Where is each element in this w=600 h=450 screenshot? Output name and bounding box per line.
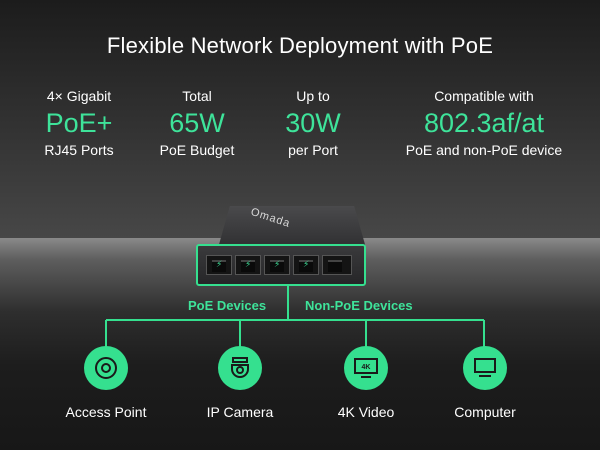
switch-front-panel: ⚡ ⚡ ⚡ ⚡ [196,244,366,286]
switch-top-panel [218,206,366,248]
poe-port: ⚡ [206,255,232,275]
ip-camera-label: IP Camera [206,404,274,420]
4k-video-label: 4K Video [337,404,395,420]
access-point-icon [84,346,128,390]
monitor-4k-icon: 4K [344,346,388,390]
feature-top-text: Up to [296,88,330,104]
feature-ports: 4× Gigabit PoE+ RJ45 Ports [0,88,159,159]
non-poe-devices-label: Non-PoE Devices [305,298,413,313]
feature-top-text: Total [182,88,212,104]
feature-highlight: 65W [169,108,225,138]
page-title: Flexible Network Deployment with PoE [106,33,494,58]
feature-bottom-text: PoE and non-PoE device [405,142,563,158]
feature-per-port: Up to 30W per Port [233,88,393,159]
bolt-icon: ⚡ [303,259,310,269]
ethernet-port [322,255,352,275]
computer-icon [463,346,507,390]
feature-highlight: PoE+ [45,108,113,138]
background-top [0,0,600,238]
badge-4k: 4K [362,364,371,371]
computer-label: Computer [454,404,516,420]
feature-top-text: Compatible with [434,88,534,104]
feature-bottom-text: RJ45 Ports [44,142,114,158]
feature-compatibility: Compatible with 802.3af/at PoE and non-P… [374,88,594,159]
feature-highlight: 30W [285,108,341,138]
poe-port: ⚡ [293,255,319,275]
bolt-icon: ⚡ [245,259,252,269]
feature-bottom-text: PoE Budget [159,142,235,158]
feature-highlight: 802.3af/at [423,108,545,138]
feature-budget: Total 65W PoE Budget [117,88,277,159]
bolt-icon: ⚡ [274,259,281,269]
camera-icon [218,346,262,390]
bolt-icon: ⚡ [216,259,223,269]
feature-top-text: 4× Gigabit [46,88,112,104]
poe-port: ⚡ [235,255,261,275]
poe-devices-label: PoE Devices [188,298,267,313]
feature-bottom-text: per Port [288,142,338,158]
access-point-label: Access Point [65,404,147,420]
poe-port: ⚡ [264,255,290,275]
